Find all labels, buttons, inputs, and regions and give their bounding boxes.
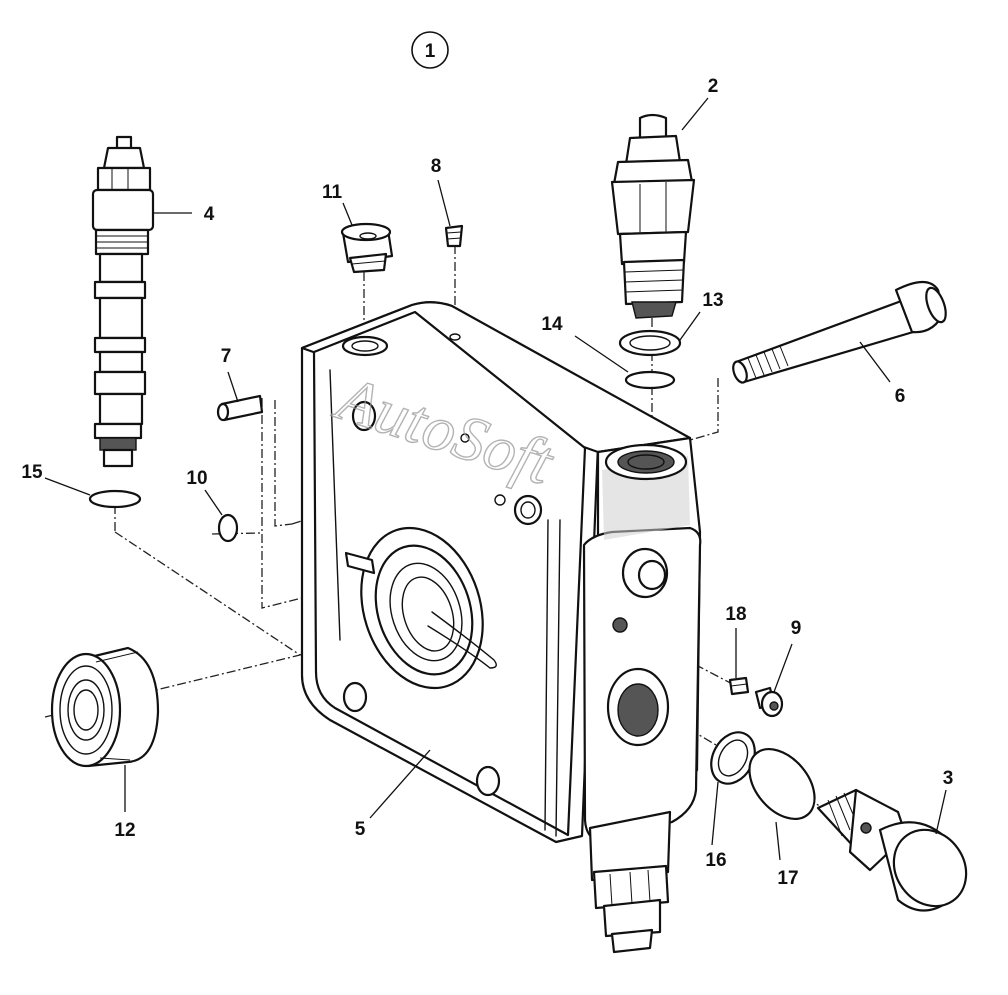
part-14-o-ring (624, 370, 676, 390)
callout-labels: 2 3 4 5 6 7 8 9 10 11 12 13 14 15 16 17 … (21, 76, 953, 889)
part-8-screw (444, 224, 464, 248)
callout-4: 4 (204, 204, 215, 225)
callout-7: 7 (221, 346, 232, 367)
callout-17: 17 (777, 868, 798, 889)
leader-lines (44, 97, 947, 861)
part-10-o-ring (217, 513, 239, 543)
callout-6: 6 (895, 386, 906, 407)
part-7-dowel-pin (216, 394, 264, 422)
callout-14: 14 (541, 314, 563, 335)
part-11-plug (340, 222, 394, 274)
callout-10: 10 (186, 468, 207, 489)
callout-16: 16 (705, 850, 726, 871)
callout-15: 15 (21, 462, 43, 483)
figure-number: 1 (425, 41, 436, 62)
callout-13: 13 (702, 290, 723, 311)
part-2-relief-valve (610, 113, 696, 319)
callout-3: 3 (943, 768, 954, 789)
part-13-washer (618, 329, 682, 357)
callout-9: 9 (791, 618, 802, 639)
part-17-o-ring (748, 747, 816, 821)
part-18-plug (728, 676, 750, 696)
part-12-bearing (50, 646, 160, 768)
part-9-plug (754, 686, 784, 718)
callout-18: 18 (725, 604, 746, 625)
part-4-cartridge-valve (91, 135, 155, 468)
part-6-bolt (732, 280, 947, 384)
part-15-o-ring (88, 489, 142, 509)
valve-housing (300, 301, 702, 954)
callout-8: 8 (431, 156, 442, 177)
callout-11: 11 (322, 182, 343, 203)
callout-12: 12 (114, 820, 135, 841)
callout-5: 5 (355, 819, 366, 840)
part-3-pressure-valve (816, 788, 968, 912)
callout-2: 2 (708, 76, 719, 97)
figure-number-badge: 1 (411, 31, 449, 69)
